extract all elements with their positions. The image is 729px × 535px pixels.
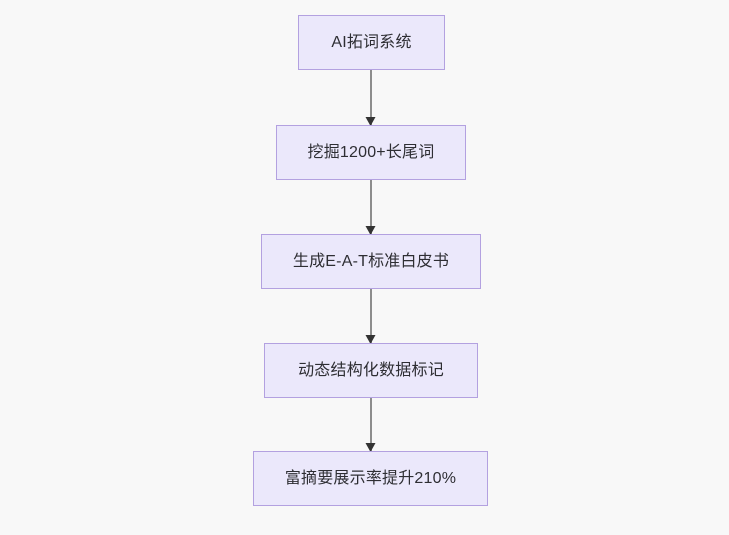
connector-line [370, 289, 372, 343]
flow-node-label: AI拓词系统 [331, 33, 412, 51]
flow-node-label: 挖掘1200+长尾词 [307, 143, 435, 161]
arrowhead-down-icon [365, 117, 376, 126]
connector-line [370, 397, 372, 451]
arrowhead-down-icon [365, 443, 376, 452]
connector-line [370, 180, 372, 234]
arrowhead-down-icon [365, 226, 376, 235]
flow-node-label: 动态结构化数据标记 [298, 361, 444, 379]
flow-node-ai-keyword-system[interactable]: AI拓词系统 [298, 15, 445, 70]
flow-node-rich-snippet-result[interactable]: 富摘要展示率提升210% [253, 451, 488, 506]
connector-line [370, 70, 372, 125]
flow-node-label: 生成E-A-T标准白皮书 [292, 252, 450, 270]
flow-node-eat-whitepaper[interactable]: 生成E-A-T标准白皮书 [261, 234, 481, 289]
flow-node-longtail-mining[interactable]: 挖掘1200+长尾词 [276, 125, 466, 180]
flow-node-label: 富摘要展示率提升210% [284, 469, 457, 487]
arrowhead-down-icon [365, 335, 376, 344]
flow-node-structured-data-markup[interactable]: 动态结构化数据标记 [264, 343, 478, 398]
